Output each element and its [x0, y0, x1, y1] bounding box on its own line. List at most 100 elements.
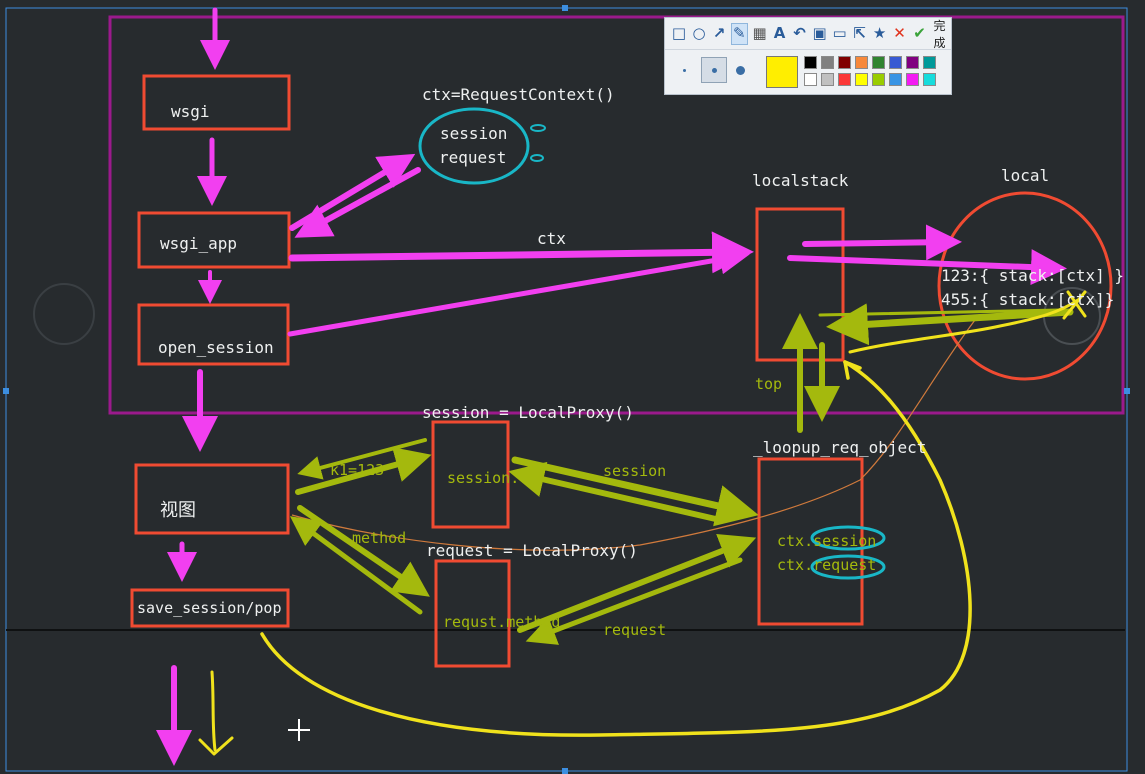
session-highlight-ellipse [810, 525, 886, 551]
color-swatch[interactable] [906, 56, 919, 69]
color-swatch[interactable] [889, 73, 902, 86]
view-label: 视图 [160, 500, 196, 521]
pin-button[interactable]: ▭ [832, 23, 848, 45]
local-line-2: 455:{ stack:[ctx]} [941, 290, 1115, 309]
edge-method-label: method [352, 529, 407, 547]
local-line-1: 123:{ stack:[ctx] } [941, 266, 1125, 285]
current-color-swatch[interactable] [766, 56, 798, 88]
toolbar-style-row [665, 51, 951, 94]
ellipse-tool-icon: ○ [692, 24, 706, 42]
text-tool-icon: A [773, 24, 786, 42]
arrow-request-to-lookup [517, 533, 757, 633]
arrow-localstack-to-local-2 [787, 249, 1067, 286]
confirm-button[interactable]: ✔ [912, 23, 928, 45]
arrow-tool-button[interactable]: ↗ [711, 23, 727, 45]
mosaic-tool-icon: ▦ [752, 24, 767, 42]
crosshair-cursor-icon [288, 719, 310, 741]
arrow-view-to-session [295, 447, 432, 495]
arrow-session-to-view [297, 438, 427, 480]
undo-button[interactable]: ↶ [792, 23, 808, 45]
arrow-view-to-request [297, 505, 430, 597]
wsgi-app-label: wsgi_app [160, 234, 238, 253]
mosaic-tool-button[interactable]: ▦ [752, 23, 768, 45]
ctx-request-label: request [439, 148, 507, 167]
cancel-icon: ✕ [893, 24, 906, 42]
ctx-dot-bottom [530, 154, 544, 162]
view-box [134, 463, 290, 535]
share-button[interactable]: ⇱ [852, 23, 868, 45]
brush-tool-button[interactable]: ✎ [731, 22, 748, 45]
pen-size-large[interactable] [727, 57, 753, 83]
edge-session-label: session [603, 462, 667, 480]
wsgi-app-box [137, 211, 291, 269]
done-label[interactable]: 完成 [933, 18, 946, 50]
localstack-title-label: localstack [752, 171, 849, 190]
screenshot-selection-outline [5, 7, 1128, 772]
session-proxy-inner-label: session. [447, 469, 520, 487]
color-swatch[interactable] [821, 56, 834, 69]
arrow-ctx-to-localstack [288, 231, 754, 274]
rectangle-tool-button[interactable]: □ [671, 23, 687, 45]
color-swatch[interactable] [855, 56, 868, 69]
cancel-button[interactable]: ✕ [892, 23, 908, 45]
request-highlight-ellipse [810, 554, 886, 580]
color-swatch[interactable] [804, 56, 817, 69]
ctx-title-label: ctx=RequestContext() [422, 85, 615, 104]
ctx-session-label: session [440, 124, 508, 143]
annotation-toolbar: □ ○ ↗ ✎▦ A ↶ ▣▭ ⇱★ ✕ ✔ 完成 [664, 17, 952, 95]
faint-nav-circle-left [33, 283, 95, 345]
session-proxy-title: session = LocalProxy() [422, 403, 634, 422]
arrow-wsgi-app-to-ctx [289, 153, 416, 231]
pin-icon: ▭ [832, 24, 847, 42]
resize-handle-bottom[interactable] [562, 768, 568, 774]
arrow-open-session-to-localstack [287, 244, 750, 337]
resize-handle-right[interactable] [1124, 388, 1130, 394]
ctx-ellipse [418, 107, 530, 185]
color-swatch[interactable] [923, 56, 936, 69]
arrow-local-return-line [818, 308, 1062, 317]
flask-frame-outline [108, 15, 1125, 415]
local-circle [937, 191, 1113, 381]
color-swatch[interactable] [821, 73, 834, 86]
session-proxy-box [431, 420, 510, 529]
color-swatch[interactable] [906, 73, 919, 86]
color-swatch[interactable] [838, 56, 851, 69]
save-session-box [130, 588, 290, 628]
lookup-request-label: ctx.request [777, 556, 877, 574]
open-session-label: open_session [158, 338, 274, 357]
color-swatch[interactable] [838, 73, 851, 86]
arrow-tool-icon: ↗ [712, 24, 726, 42]
request-proxy-inner-label: requst.method [443, 613, 561, 631]
resize-handle-top[interactable] [562, 5, 568, 11]
undo-icon: ↶ [793, 24, 806, 42]
ellipse-tool-button[interactable]: ○ [691, 23, 707, 45]
yellow-arrowhead-localstack [843, 360, 862, 380]
edge-ctx-label: ctx [537, 229, 566, 248]
toolbar-tools-row: □ ○ ↗ ✎▦ A ↶ ▣▭ ⇱★ ✕ ✔ 完成 [665, 18, 951, 50]
color-swatch[interactable] [923, 73, 936, 86]
save-button[interactable]: ▣ [812, 23, 828, 45]
color-swatch[interactable] [804, 73, 817, 86]
text-tool-button[interactable]: A [772, 23, 788, 45]
pen-size-medium[interactable] [701, 57, 727, 83]
edge-k1-label: k1=123 [330, 461, 385, 479]
yellow-return-path [260, 360, 972, 737]
favorite-icon: ★ [872, 24, 887, 42]
wsgi-label: wsgi [171, 102, 210, 121]
color-swatch[interactable] [889, 56, 902, 69]
color-swatch[interactable] [855, 73, 868, 86]
request-proxy-title: request = LocalProxy() [426, 541, 638, 560]
color-swatch[interactable] [872, 73, 885, 86]
resize-handle-left[interactable] [3, 388, 9, 394]
local-title-label: local [1001, 166, 1050, 185]
confirm-icon: ✔ [913, 24, 926, 42]
wsgi-box [142, 74, 291, 131]
favorite-button[interactable]: ★ [872, 23, 888, 45]
pen-size-small[interactable] [671, 57, 697, 83]
rectangle-tool-icon: □ [671, 24, 687, 42]
arrow-ctx-to-wsgi-app [294, 167, 421, 238]
color-swatch[interactable] [872, 56, 885, 69]
arrow-lookup-to-request [525, 557, 743, 645]
